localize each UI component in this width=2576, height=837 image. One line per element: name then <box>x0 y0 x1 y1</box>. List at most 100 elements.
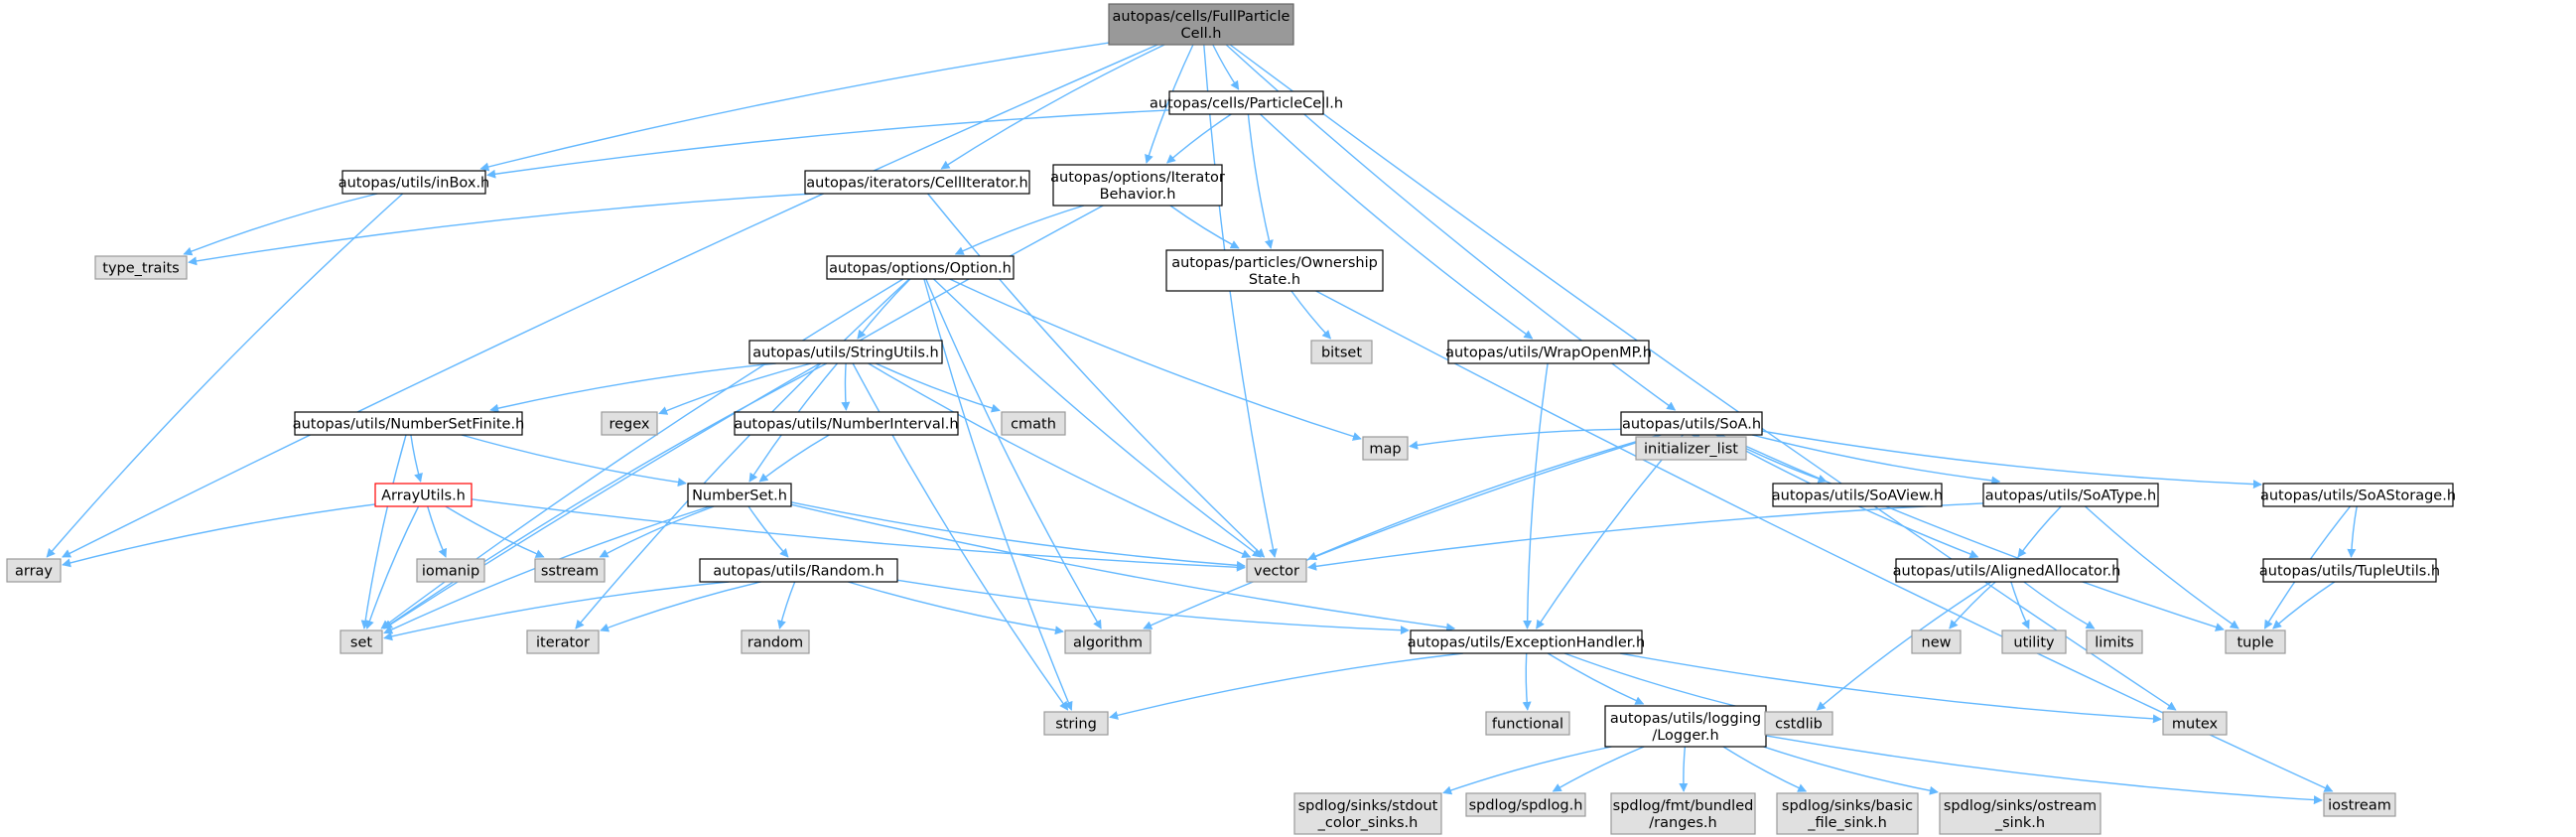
node-label: vector <box>1254 564 1299 580</box>
node-box <box>339 629 383 654</box>
node-label: autopas/utils/WrapOpenMP.h <box>1445 346 1652 361</box>
edge-exceptionhandler-to-string <box>1109 652 1463 720</box>
edge-numbersetfinite-to-set <box>360 434 407 629</box>
node-numberinterval[interactable]: autopas/utils/NumberInterval.h <box>734 411 959 436</box>
edge-random_h-to-set <box>383 581 730 641</box>
node-regex: regex <box>601 411 658 436</box>
node-spdlog: spdlog/spdlog.h <box>1465 792 1586 817</box>
node-label: spdlog/fmt/bundled <box>1613 798 1754 814</box>
edge-logger-to-ranges <box>1679 746 1689 792</box>
node-box <box>1310 340 1373 364</box>
node-stringutils[interactable]: autopas/utils/StringUtils.h <box>748 340 943 364</box>
node-cmath: cmath <box>1001 411 1066 436</box>
edge-option-to-vector <box>933 278 1262 558</box>
node-type_traits: type_traits <box>94 255 188 280</box>
node-arrayutils[interactable]: ArrayUtils.h <box>374 483 473 507</box>
node-label: spdlog/spdlog.h <box>1469 798 1583 814</box>
node-label: autopas/utils/NumberInterval.h <box>734 417 958 433</box>
node-box <box>374 483 473 507</box>
node-random_h[interactable]: autopas/utils/Random.h <box>699 558 898 583</box>
edge-logger-to-stdout_color_sinks <box>1442 746 1612 795</box>
dependency-edges <box>46 42 2358 805</box>
node-celliterator[interactable]: autopas/iterators/CellIterator.h <box>804 170 1030 195</box>
node-box <box>2323 792 2396 817</box>
node-box <box>2086 629 2143 654</box>
node-iostream: iostream <box>2323 792 2396 817</box>
edge-fullparticlecell-to-particlecell <box>1212 44 1240 90</box>
node-bitset: bitset <box>1310 340 1373 364</box>
edge-particlecell-to-wrapopenmp <box>1260 113 1534 340</box>
node-soastorage[interactable]: autopas/utils/SoAStorage.h <box>2260 483 2456 507</box>
edge-exceptionhandler-to-mutex <box>1619 652 2162 724</box>
node-box <box>1168 90 1324 115</box>
edge-arrayutils-to-vector <box>471 498 1246 572</box>
edge-soa-to-tuple <box>1720 434 2225 631</box>
node-box <box>804 170 1030 195</box>
node-box <box>1939 792 2101 835</box>
edge-soa-to-algorithm <box>1143 434 1662 629</box>
node-option[interactable]: autopas/options/Option.h <box>826 255 1015 280</box>
node-box <box>1911 629 1962 654</box>
node-box <box>1447 340 1650 364</box>
node-label: regex <box>609 417 649 433</box>
edge-random_h-to-iterator <box>600 581 761 632</box>
node-label: algorithm <box>1073 635 1143 651</box>
node-logger[interactable]: autopas/utils/logging/Logger.h <box>1604 705 1767 748</box>
node-vector: vector <box>1246 558 1307 583</box>
node-inbox[interactable]: autopas/utils/inBox.h <box>339 170 490 195</box>
node-soa[interactable]: autopas/utils/SoA.h <box>1620 411 1763 436</box>
node-label: mutex <box>2172 717 2219 733</box>
node-label: autopas/utils/SoAStorage.h <box>2260 488 2456 504</box>
node-label: Cell.h <box>1181 26 1222 42</box>
edge-fullparticlecell-to-array <box>62 44 1158 558</box>
node-box <box>687 483 792 507</box>
node-label: State.h <box>1249 272 1300 288</box>
node-label: iterator <box>536 635 590 651</box>
node-map: map <box>1362 436 1409 461</box>
node-alignedallocator[interactable]: autopas/utils/AlignedAllocator.h <box>1893 558 2121 583</box>
edge-alignedallocator-to-new <box>1949 581 1996 629</box>
node-label: spdlog/sinks/ostream <box>1944 798 2097 814</box>
node-box <box>1064 629 1152 654</box>
node-label: NumberSet.h <box>692 488 787 504</box>
node-label: autopas/cells/FullParticle <box>1113 9 1290 25</box>
edge-stringutils-to-cmath <box>875 362 1001 413</box>
node-box <box>1895 558 2118 583</box>
edge-celliterator-to-vector <box>927 193 1266 558</box>
node-soatype[interactable]: autopas/utils/SoAType.h <box>1982 483 2159 507</box>
node-initializer_list: initializer_list <box>1635 436 1747 461</box>
edge-celliterator-to-type_traits <box>188 193 814 266</box>
edge-stringutils-to-numberinterval <box>841 362 851 411</box>
node-tupleutils[interactable]: autopas/utils/TupleUtils.h <box>2259 558 2440 583</box>
node-label: spdlog/sinks/basic <box>1782 798 1913 814</box>
edge-arrayutils-to-array <box>62 503 376 568</box>
node-box <box>416 558 485 583</box>
edge-numberset-to-exceptionhandler <box>790 503 1456 632</box>
edge-random_h-to-random <box>777 581 796 629</box>
node-label: string <box>1055 717 1097 733</box>
edge-iteratorbehavior-to-ownershipstate <box>1169 205 1240 249</box>
edge-fullparticlecell-to-inbox <box>479 42 1110 172</box>
node-particlecell[interactable]: autopas/cells/ParticleCell.h <box>1150 90 1343 115</box>
node-box <box>734 411 959 436</box>
edge-exceptionhandler-to-cstdlib <box>1563 652 1764 716</box>
edge-fullparticlecell-to-celliterator <box>940 44 1165 170</box>
node-label: tuple <box>2237 635 2273 651</box>
edge-ownershipstate-to-bitset <box>1290 290 1332 340</box>
node-numbersetfinite[interactable]: autopas/utils/NumberSetFinite.h <box>293 411 525 436</box>
node-wrapopenmp[interactable]: autopas/utils/WrapOpenMP.h <box>1445 340 1652 364</box>
node-soaview[interactable]: autopas/utils/SoAView.h <box>1772 483 1943 507</box>
node-label: autopas/utils/SoA.h <box>1622 417 1761 433</box>
node-ostream_sink: spdlog/sinks/ostream_sink.h <box>1939 792 2101 835</box>
node-numberset[interactable]: NumberSet.h <box>687 483 792 507</box>
edge-soa-to-vector <box>1307 434 1660 561</box>
node-box <box>1635 436 1747 461</box>
node-label: Behavior.h <box>1100 187 1176 203</box>
node-label: _sink.h <box>1994 815 2045 831</box>
node-exceptionhandler[interactable]: autopas/utils/ExceptionHandler.h <box>1408 629 1645 654</box>
node-label: type_traits <box>102 261 179 277</box>
node-label: autopas/utils/SoAView.h <box>1772 488 1943 504</box>
